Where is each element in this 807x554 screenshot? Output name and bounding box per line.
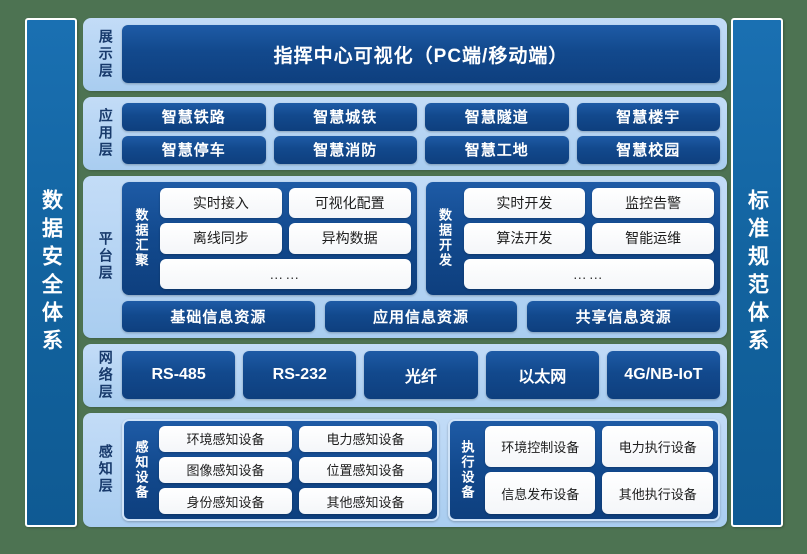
app-item-smart-tunnel[interactable]: 智慧隧道 [425, 102, 569, 131]
display-banner[interactable]: 指挥中心可视化（PC端/移动端） [122, 25, 720, 84]
layer-perception: 感知层 感知设备 环境感知设备 电力感知设备 [83, 412, 727, 528]
layer-network: 网络层 RS-485 RS-232 光纤 以太网 4G/NB-IoT [83, 343, 727, 407]
platform-resource-row: 基础信息资源 应用信息资源 共享信息资源 [122, 300, 721, 332]
network-item-4g-nbiot[interactable]: 4G/NB-IoT [606, 351, 721, 400]
development-row-3: …… [463, 258, 714, 289]
app-item-smart-campus[interactable]: 智慧校园 [576, 135, 720, 164]
layer-platform: 平台层 数据汇聚 实时接入 可视化配置 [83, 175, 727, 338]
actuating-item-other[interactable]: 其他执行设备 [602, 472, 713, 515]
layer-network-tag: 网络层 [88, 350, 122, 401]
network-item-rs485[interactable]: RS-485 [122, 351, 236, 400]
sensing-item-other[interactable]: 其他感知设备 [298, 488, 432, 515]
layer-display-body: 指挥中心可视化（PC端/移动端） [122, 24, 720, 85]
perception-group-actuating-devices-tag-label: 执行设备 [459, 439, 475, 500]
resource-item-shared-information[interactable]: 共享信息资源 [527, 300, 721, 332]
layer-application-tag: 应用层 [88, 103, 122, 164]
application-row-2: 智慧停车 智慧消防 智慧工地 智慧校园 [122, 135, 720, 164]
app-item-smart-building[interactable]: 智慧楼宇 [576, 102, 720, 131]
application-row-1: 智慧铁路 智慧城铁 智慧隧道 智慧楼宇 [122, 102, 720, 131]
layer-network-body: RS-485 RS-232 光纤 以太网 4G/NB-IoT [122, 350, 721, 401]
resource-item-application-information[interactable]: 应用信息资源 [324, 300, 518, 332]
perception-group-sensing-devices: 感知设备 环境感知设备 电力感知设备 图像感知设备 位置感知设备 [122, 418, 439, 522]
platform-group-data-aggregation-tag-label: 数据汇聚 [133, 208, 149, 269]
resource-item-basic-information[interactable]: 基础信息资源 [122, 300, 315, 332]
left-pillar-label: 数据安全体系 [39, 188, 63, 357]
sensing-row-3: 身份感知设备 其他感知设备 [159, 488, 432, 515]
development-row-2: 算法开发 智能运维 [463, 223, 714, 254]
layer-application-body: 智慧铁路 智慧城铁 智慧隧道 智慧楼宇 智慧停车 智慧消防 智慧工地 智慧校园 [122, 102, 720, 164]
layer-platform-tag-label: 平台层 [97, 231, 114, 283]
platform-groups: 数据汇聚 实时接入 可视化配置 离线同步 异构数据 [122, 181, 720, 295]
development-item-algorithm-dev[interactable]: 算法开发 [463, 223, 586, 254]
actuating-row-1: 环境控制设备 电力执行设备 [484, 425, 713, 468]
platform-group-data-aggregation: 数据汇聚 实时接入 可视化配置 离线同步 异构数据 [122, 181, 417, 295]
network-item-rs232[interactable]: RS-232 [243, 351, 357, 400]
layer-perception-body: 感知设备 环境感知设备 电力感知设备 图像感知设备 位置感知设备 [122, 418, 720, 522]
layer-display: 展示层 指挥中心可视化（PC端/移动端） [83, 18, 727, 91]
layer-platform-body: 数据汇聚 实时接入 可视化配置 离线同步 异构数据 [122, 181, 721, 332]
right-pillar-label: 标准规范体系 [745, 188, 769, 357]
layer-stack: 展示层 指挥中心可视化（PC端/移动端） 应用层 智慧铁路 智慧城铁 智慧隧道 … [83, 18, 727, 528]
perception-group-actuating-devices-tag: 执行设备 [455, 426, 479, 514]
aggregation-item-more[interactable]: …… [160, 258, 411, 289]
development-row-1: 实时开发 监控告警 [463, 187, 714, 219]
aggregation-item-heterogeneous-data[interactable]: 异构数据 [288, 223, 411, 254]
aggregation-item-realtime-ingest[interactable]: 实时接入 [160, 187, 282, 219]
sensing-row-2: 图像感知设备 位置感知设备 [159, 456, 432, 483]
sensing-item-power[interactable]: 电力感知设备 [298, 425, 432, 452]
development-item-monitoring-alerts[interactable]: 监控告警 [592, 187, 714, 219]
layer-display-tag-label: 展示层 [97, 28, 114, 80]
platform-group-data-development-tag-label: 数据开发 [437, 208, 452, 269]
network-item-ethernet[interactable]: 以太网 [485, 351, 599, 400]
actuating-item-power-execution[interactable]: 电力执行设备 [602, 425, 713, 468]
layer-display-tag: 展示层 [88, 24, 122, 85]
actuating-row-2: 信息发布设备 其他执行设备 [484, 472, 713, 515]
right-pillar-standards: 标准规范体系 [731, 18, 783, 527]
app-item-smart-construction-site[interactable]: 智慧工地 [425, 135, 569, 164]
app-item-smart-firefighting[interactable]: 智慧消防 [273, 135, 417, 164]
perception-group-sensing-devices-grid: 环境感知设备 电力感知设备 图像感知设备 位置感知设备 身份感知设备 其他感知设… [159, 425, 432, 515]
app-item-smart-parking[interactable]: 智慧停车 [122, 135, 266, 164]
app-item-smart-metro[interactable]: 智慧城铁 [273, 102, 417, 131]
sensing-item-environment[interactable]: 环境感知设备 [159, 425, 292, 452]
actuating-item-environment-control[interactable]: 环境控制设备 [484, 425, 596, 468]
sensing-item-image[interactable]: 图像感知设备 [159, 456, 292, 483]
network-items: RS-485 RS-232 光纤 以太网 4G/NB-IoT [122, 351, 721, 400]
aggregation-item-offline-sync[interactable]: 离线同步 [160, 223, 282, 254]
development-item-realtime-dev[interactable]: 实时开发 [463, 187, 586, 219]
development-item-more[interactable]: …… [463, 258, 714, 289]
development-item-intelligent-ops[interactable]: 智能运维 [592, 223, 714, 254]
app-item-smart-railway[interactable]: 智慧铁路 [122, 102, 266, 131]
platform-group-data-development: 数据开发 实时开发 监控告警 算法开发 智能运维 [425, 181, 720, 295]
platform-group-data-development-grid: 实时开发 监控告警 算法开发 智能运维 …… [463, 187, 714, 289]
platform-group-data-development-tag: 数据开发 [432, 188, 458, 289]
actuating-item-information-release[interactable]: 信息发布设备 [484, 472, 596, 515]
layer-application-tag-label: 应用层 [97, 107, 114, 159]
aggregation-row-3: …… [160, 258, 411, 289]
perception-group-actuating-devices: 执行设备 环境控制设备 电力执行设备 信息发布设备 其他执行设备 [447, 418, 720, 522]
sensing-row-1: 环境感知设备 电力感知设备 [159, 425, 432, 452]
network-item-fiber[interactable]: 光纤 [364, 351, 478, 400]
layer-network-tag-label: 网络层 [97, 349, 114, 401]
perception-groups: 感知设备 环境感知设备 电力感知设备 图像感知设备 位置感知设备 [122, 418, 720, 522]
platform-group-data-aggregation-grid: 实时接入 可视化配置 离线同步 异构数据 …… [160, 187, 411, 289]
left-pillar-data-security: 数据安全体系 [25, 18, 77, 527]
sensing-item-location[interactable]: 位置感知设备 [298, 456, 432, 483]
perception-group-sensing-devices-tag-label: 感知设备 [133, 439, 149, 500]
platform-group-data-aggregation-tag: 数据汇聚 [128, 188, 154, 289]
aggregation-item-visual-config[interactable]: 可视化配置 [288, 187, 411, 219]
layer-platform-tag: 平台层 [88, 182, 122, 332]
layer-application: 应用层 智慧铁路 智慧城铁 智慧隧道 智慧楼宇 智慧停车 智慧消防 智慧工地 智… [83, 96, 727, 170]
perception-group-sensing-devices-tag: 感知设备 [129, 426, 153, 514]
sensing-item-identity[interactable]: 身份感知设备 [159, 488, 292, 515]
aggregation-row-2: 离线同步 异构数据 [160, 223, 411, 254]
perception-group-actuating-devices-grid: 环境控制设备 电力执行设备 信息发布设备 其他执行设备 [484, 425, 713, 515]
aggregation-row-1: 实时接入 可视化配置 [160, 187, 411, 219]
layer-perception-tag: 感知层 [88, 419, 122, 521]
layer-perception-tag-label: 感知层 [97, 444, 114, 496]
